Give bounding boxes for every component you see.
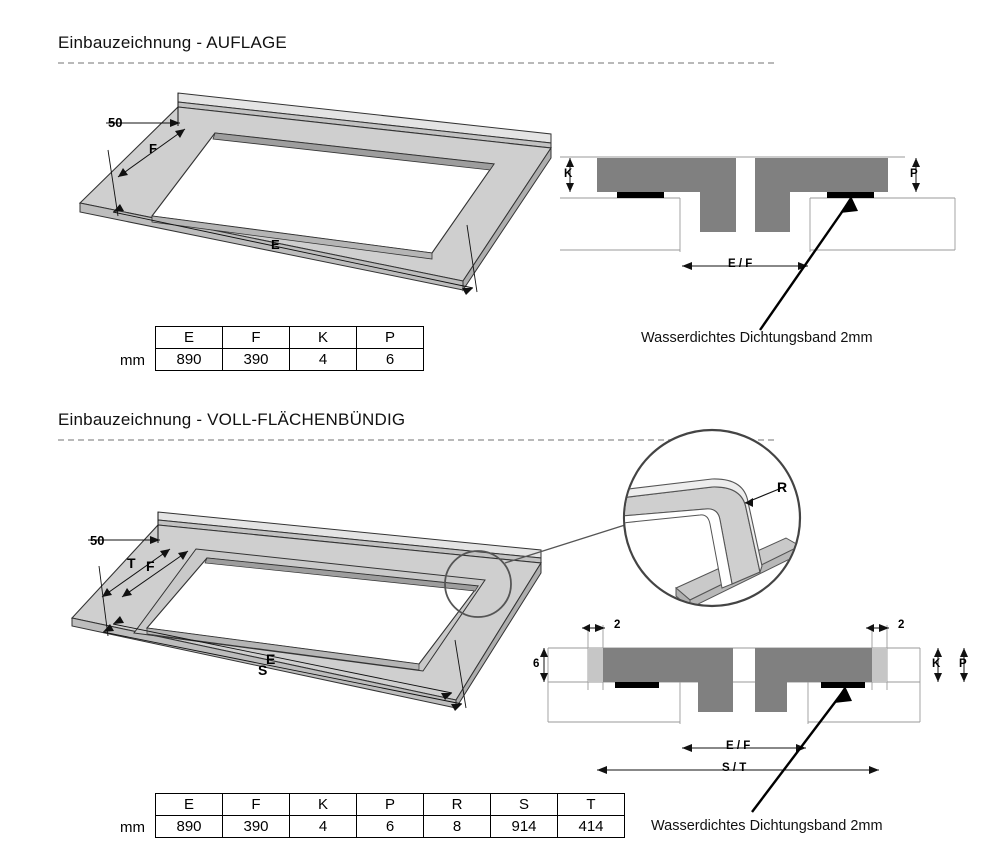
sealing-tape-right-flush xyxy=(821,682,865,688)
callout-leader-flush xyxy=(751,686,852,813)
label-depth-6-flush: 6 xyxy=(533,658,540,670)
isometric-worktop-flush xyxy=(70,511,626,710)
table-unit-auflage: mm xyxy=(120,352,145,369)
table-cell: 890 xyxy=(155,815,223,838)
table-cell: 4 xyxy=(289,815,357,838)
section-title-auflage: Einbauzeichnung - AUFLAGE xyxy=(58,33,287,52)
label-e-flush: E xyxy=(266,651,276,667)
cross-section-auflage xyxy=(560,156,956,331)
isometric-worktop-auflage xyxy=(78,92,552,292)
table-cell: 390 xyxy=(222,815,290,838)
label-s-flush: S xyxy=(258,662,268,678)
dimension-table-auflage: E F K P 890 390 4 6 xyxy=(155,326,424,371)
label-r-detail-radius: R xyxy=(777,479,788,495)
table-row: 890 390 4 6 8 914 414 xyxy=(155,815,625,838)
label-t-flush: T xyxy=(127,555,136,571)
label-f-flush: F xyxy=(146,558,155,574)
sealing-tape-left-auflage xyxy=(617,192,664,198)
dimension-e-auflage xyxy=(107,149,478,295)
label-p-auflage: P xyxy=(910,168,918,180)
table-cell: 4 xyxy=(289,348,357,371)
dimension-s-flush xyxy=(98,565,467,711)
label-ef-auflage: E / F xyxy=(728,258,753,270)
callout-leader-auflage xyxy=(759,196,858,331)
table-cell: 6 xyxy=(356,815,424,838)
label-ef-flush: E / F xyxy=(726,740,751,752)
detail-view-radius-r xyxy=(622,428,802,608)
table-cell: 8 xyxy=(423,815,491,838)
table-header-cell: S xyxy=(490,793,558,816)
label-step-right-2-flush: 2 xyxy=(898,619,905,631)
table-row: 890 390 4 6 xyxy=(155,348,424,371)
table-header-cell: K xyxy=(289,326,357,349)
table-cell: 414 xyxy=(557,815,625,838)
sealing-tape-right-auflage xyxy=(827,192,874,198)
dimension-e-flush xyxy=(112,616,453,700)
label-e-auflage: E xyxy=(271,237,280,252)
section-title-underline-auflage xyxy=(58,62,774,64)
table-header-row: E F K P xyxy=(155,326,424,349)
label-inset-50-flush: 50 xyxy=(90,533,105,548)
dimension-table-flush: E F K P R S T 890 390 4 6 8 914 414 xyxy=(155,793,625,838)
label-step-left-2-flush: 2 xyxy=(614,619,621,631)
label-p-flush: P xyxy=(959,658,967,670)
table-cell: 914 xyxy=(490,815,558,838)
table-header-cell: K xyxy=(289,793,357,816)
table-unit-flush: mm xyxy=(120,819,145,836)
label-f-auflage: F xyxy=(149,141,157,156)
callout-sealing-tape-flush: Wasserdichtes Dichtungsband 2mm xyxy=(651,818,883,834)
table-header-cell: P xyxy=(356,793,424,816)
callout-sealing-tape-auflage: Wasserdichtes Dichtungsband 2mm xyxy=(641,330,873,346)
cross-section-flush xyxy=(540,624,968,813)
table-header-row: E F K P R S T xyxy=(155,793,625,816)
table-header-cell: E xyxy=(155,326,223,349)
table-cell: 390 xyxy=(222,348,290,371)
table-header-cell: F xyxy=(222,793,290,816)
label-st-flush: S / T xyxy=(722,762,747,774)
sealing-tape-left-flush xyxy=(615,682,659,688)
table-header-cell: T xyxy=(557,793,625,816)
detail-circle-marker-flush xyxy=(444,550,512,618)
dimension-t-flush xyxy=(101,548,171,598)
table-header-cell: F xyxy=(222,326,290,349)
table-header-cell: R xyxy=(423,793,491,816)
section-title-vollflaechenbuendig: Einbauzeichnung - VOLL-FLÄCHENBÜNDIG xyxy=(58,410,406,429)
table-header-cell: E xyxy=(155,793,223,816)
label-k-flush: K xyxy=(932,658,941,670)
table-header-cell: P xyxy=(356,326,424,349)
table-cell: 890 xyxy=(155,348,223,371)
table-cell: 6 xyxy=(356,348,424,371)
section-title-underline-vollflaechenbuendig xyxy=(58,439,774,441)
label-inset-50-auflage: 50 xyxy=(108,115,123,130)
label-k-auflage: K xyxy=(564,168,573,180)
